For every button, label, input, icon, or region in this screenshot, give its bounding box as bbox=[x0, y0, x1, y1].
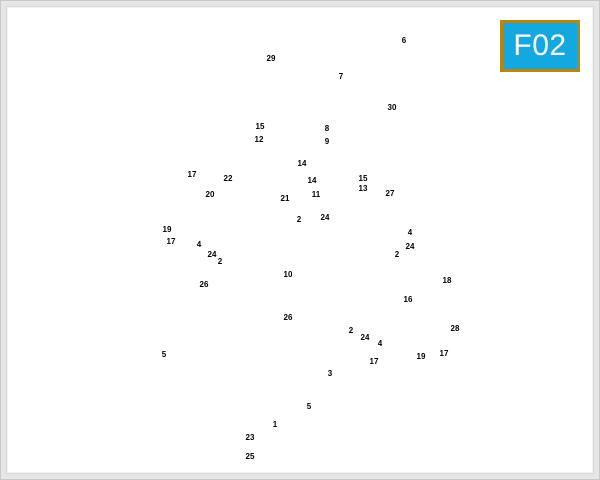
callout-15a: 15 bbox=[255, 122, 265, 131]
callout-24b: 24 bbox=[320, 213, 330, 222]
callout-20: 20 bbox=[205, 190, 215, 199]
part-25-washer bbox=[223, 441, 239, 462]
parts-diagram-drawing bbox=[156, 32, 466, 462]
callout-25: 25 bbox=[245, 452, 255, 461]
part-5b-rubber-mount bbox=[290, 386, 308, 408]
callout-23: 23 bbox=[245, 433, 255, 442]
callout-22: 22 bbox=[223, 174, 233, 183]
callout-10: 10 bbox=[283, 270, 293, 279]
part-5a-rubber-mount bbox=[176, 332, 192, 354]
callout-4c: 4 bbox=[377, 339, 383, 348]
page-badge-label: F02 bbox=[513, 29, 567, 62]
callout-2c: 2 bbox=[394, 250, 400, 259]
part-1-headlight-assembly bbox=[180, 291, 324, 437]
callout-17c: 17 bbox=[439, 349, 449, 358]
part-26-bushing bbox=[309, 319, 325, 339]
callout-2b: 2 bbox=[296, 215, 302, 224]
callout-4a: 4 bbox=[196, 240, 202, 249]
callout-11: 11 bbox=[311, 190, 321, 199]
part-9-washer bbox=[298, 136, 312, 148]
diagram-canvas: 29 6 7 30 15 12 8 9 14 14 15 13 11 27 17… bbox=[7, 7, 593, 473]
part-17b-screw bbox=[185, 226, 197, 242]
callout-17d: 17 bbox=[369, 357, 379, 366]
callout-15b: 15 bbox=[358, 174, 368, 183]
part-23-bolt bbox=[224, 420, 238, 443]
callout-17b: 17 bbox=[166, 237, 176, 246]
callout-21: 21 bbox=[280, 194, 290, 203]
callout-28: 28 bbox=[450, 324, 460, 333]
callout-27: 27 bbox=[385, 189, 395, 198]
callout-26b: 26 bbox=[283, 313, 293, 322]
callout-2d: 2 bbox=[348, 326, 354, 335]
callout-2a: 2 bbox=[217, 257, 223, 266]
callout-29: 29 bbox=[266, 54, 276, 63]
callout-30: 30 bbox=[387, 103, 397, 112]
callout-5b: 5 bbox=[306, 402, 312, 411]
callout-7: 7 bbox=[338, 72, 344, 81]
callout-26a: 26 bbox=[199, 280, 209, 289]
callout-4b: 4 bbox=[407, 228, 413, 237]
callout-19a: 19 bbox=[162, 225, 172, 234]
callout-9: 9 bbox=[324, 137, 330, 146]
callout-19b: 19 bbox=[416, 352, 426, 361]
callout-14b: 14 bbox=[307, 176, 317, 185]
callout-16: 16 bbox=[403, 295, 413, 304]
callout-5a: 5 bbox=[161, 350, 167, 359]
callout-3: 3 bbox=[327, 369, 333, 378]
callout-14a: 14 bbox=[297, 159, 307, 168]
callout-13: 13 bbox=[358, 184, 368, 193]
callout-24a: 24 bbox=[207, 250, 217, 259]
callout-8: 8 bbox=[324, 124, 330, 133]
callout-1: 1 bbox=[272, 420, 278, 429]
part-17a-screw bbox=[177, 184, 189, 200]
callout-12: 12 bbox=[254, 135, 264, 144]
part-18-connector-block bbox=[410, 284, 466, 326]
callout-18: 18 bbox=[442, 276, 452, 285]
page-badge: F02 bbox=[500, 20, 580, 72]
callout-6: 6 bbox=[401, 36, 407, 45]
callout-24c: 24 bbox=[405, 242, 415, 251]
callout-24d: 24 bbox=[360, 333, 370, 342]
callout-17a: 17 bbox=[187, 170, 197, 179]
